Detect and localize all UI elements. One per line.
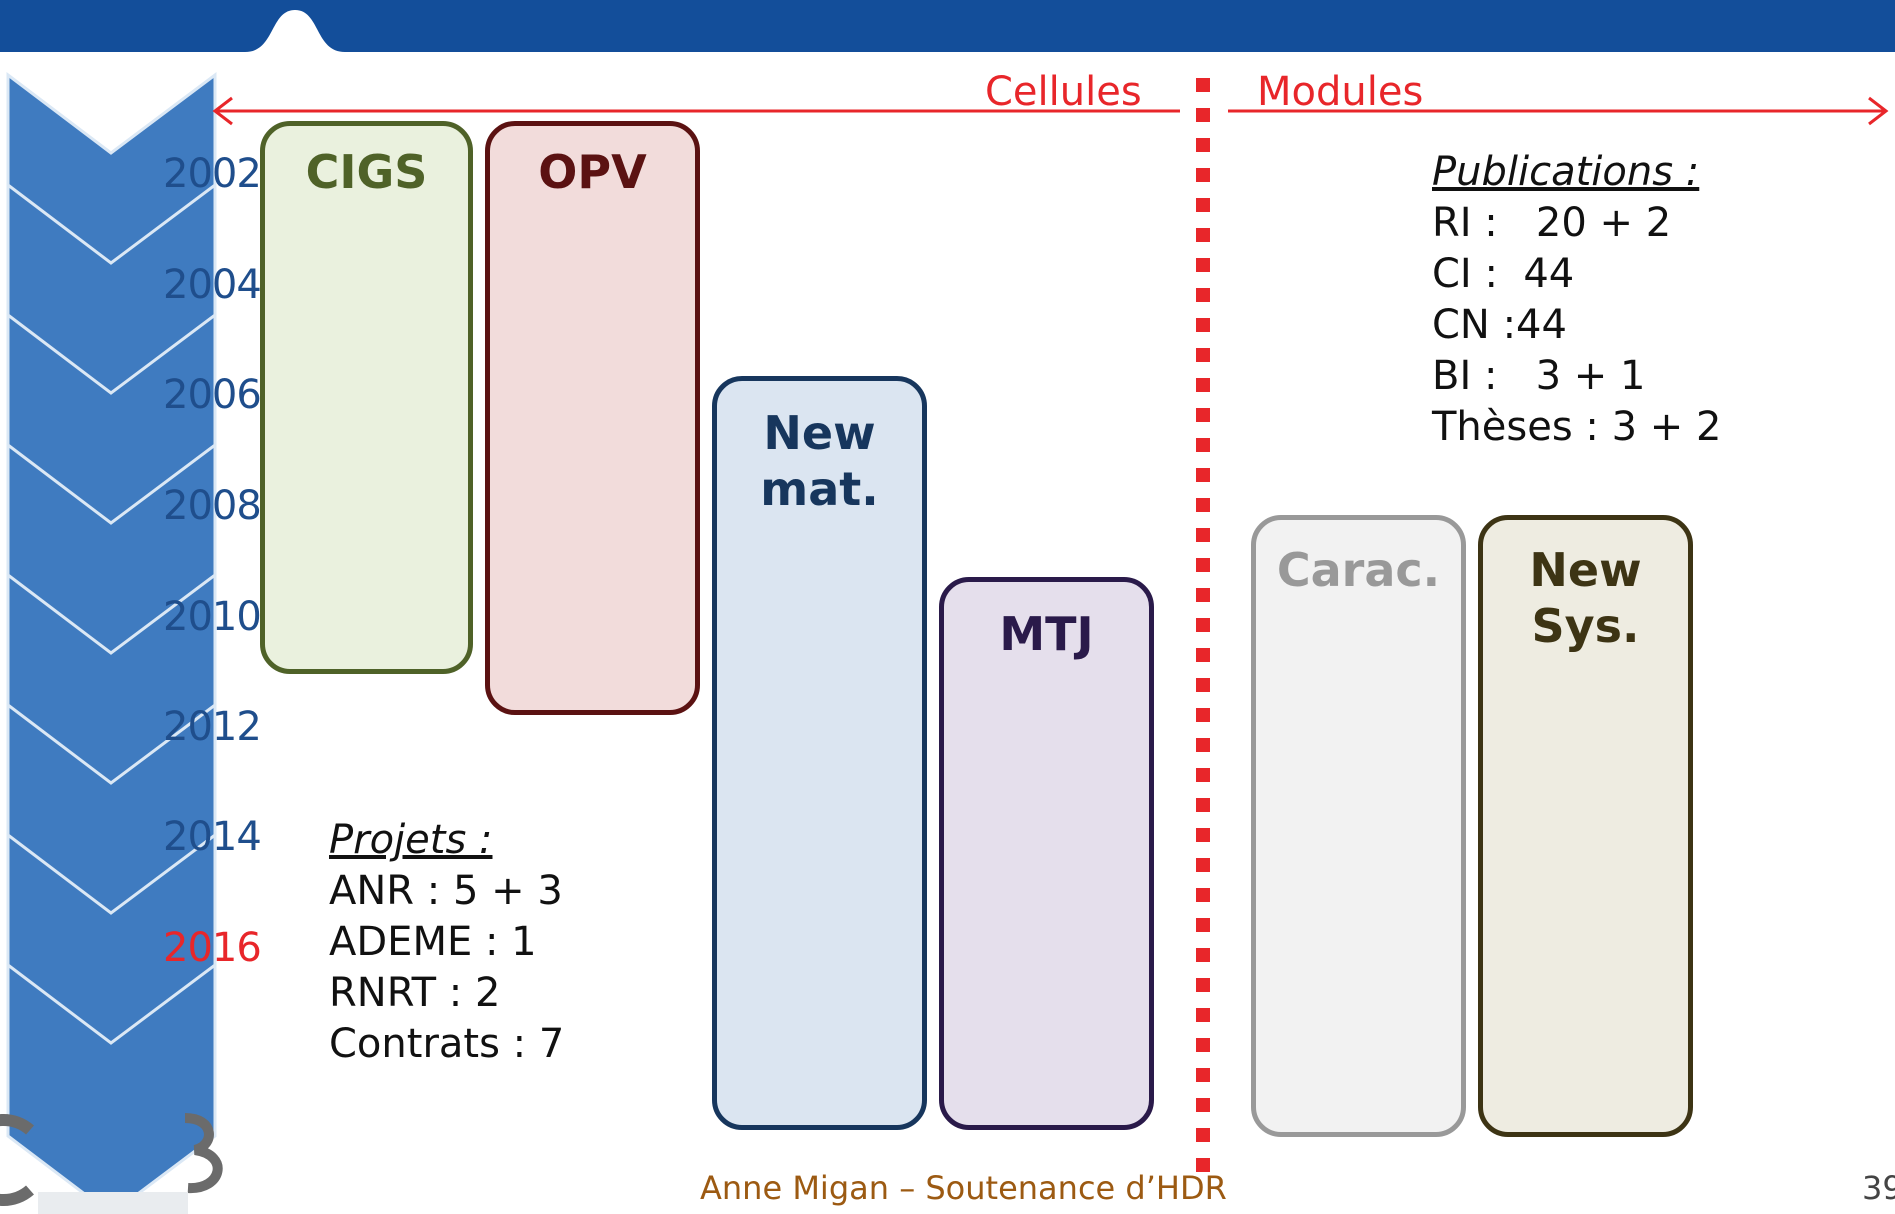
projects-item: Contrats : 7 — [329, 1021, 565, 1067]
year-label: 2014 — [163, 814, 262, 860]
year-label: 2010 — [163, 594, 262, 640]
projects-list: Projets : ANR : 5 + 3 ADEME : 1 RNRT : 2… — [329, 815, 564, 1070]
institution-logo — [0, 1113, 223, 1214]
publications-list: Publications : RI : 20 + 2 CI : 44 CN :4… — [1432, 147, 1721, 453]
footer-text: Anne Migan – Soutenance d’HDR — [700, 1169, 1227, 1207]
year-label: 2006 — [163, 372, 262, 418]
page-number: 39 — [1862, 1169, 1895, 1207]
mtj-box: MTJ — [939, 577, 1154, 1130]
publications-item: CN :44 — [1432, 302, 1567, 348]
publications-item: BI : 3 + 1 — [1432, 353, 1646, 399]
publications-heading: Publications : — [1432, 149, 1700, 195]
cells-modules-separator — [1196, 78, 1210, 1186]
characterization-box: Carac. — [1251, 515, 1466, 1137]
projects-item: ANR : 5 + 3 — [329, 868, 563, 914]
projects-item: RNRT : 2 — [329, 970, 501, 1016]
cigs-label: CIGS — [305, 145, 428, 199]
projects-item: ADEME : 1 — [329, 919, 537, 965]
opv-label: OPV — [538, 145, 647, 199]
publications-item: RI : 20 + 2 — [1432, 200, 1672, 246]
timeline-chevron — [6, 961, 217, 1214]
publications-item: Thèses : 3 + 2 — [1432, 404, 1722, 450]
cellules-label: Cellules — [985, 69, 1142, 115]
year-label: 2016 — [163, 925, 262, 971]
new-materials-box: New mat. — [712, 376, 927, 1130]
section-arrows — [212, 96, 1889, 126]
new-systems-label-line2: Sys. — [1531, 599, 1640, 653]
new-materials-label-line1: New — [763, 406, 876, 460]
new-materials-label-line2: mat. — [760, 462, 879, 516]
cigs-box: CIGS — [260, 121, 473, 674]
mtj-label: MTJ — [999, 607, 1094, 661]
year-label: 2002 — [163, 151, 262, 197]
header-bar — [0, 0, 1895, 52]
year-label: 2004 — [163, 262, 262, 308]
opv-box: OPV — [485, 121, 700, 715]
year-label: 2012 — [163, 704, 262, 750]
projects-heading: Projets : — [329, 817, 493, 863]
year-label: 2008 — [163, 483, 262, 529]
characterization-label: Carac. — [1276, 543, 1441, 597]
new-systems-label-line1: New — [1529, 543, 1642, 597]
publications-item: CI : 44 — [1432, 251, 1575, 297]
timeline-chevrons — [6, 71, 217, 1214]
new-systems-box: New Sys. — [1478, 515, 1693, 1137]
modules-label: Modules — [1257, 69, 1424, 115]
